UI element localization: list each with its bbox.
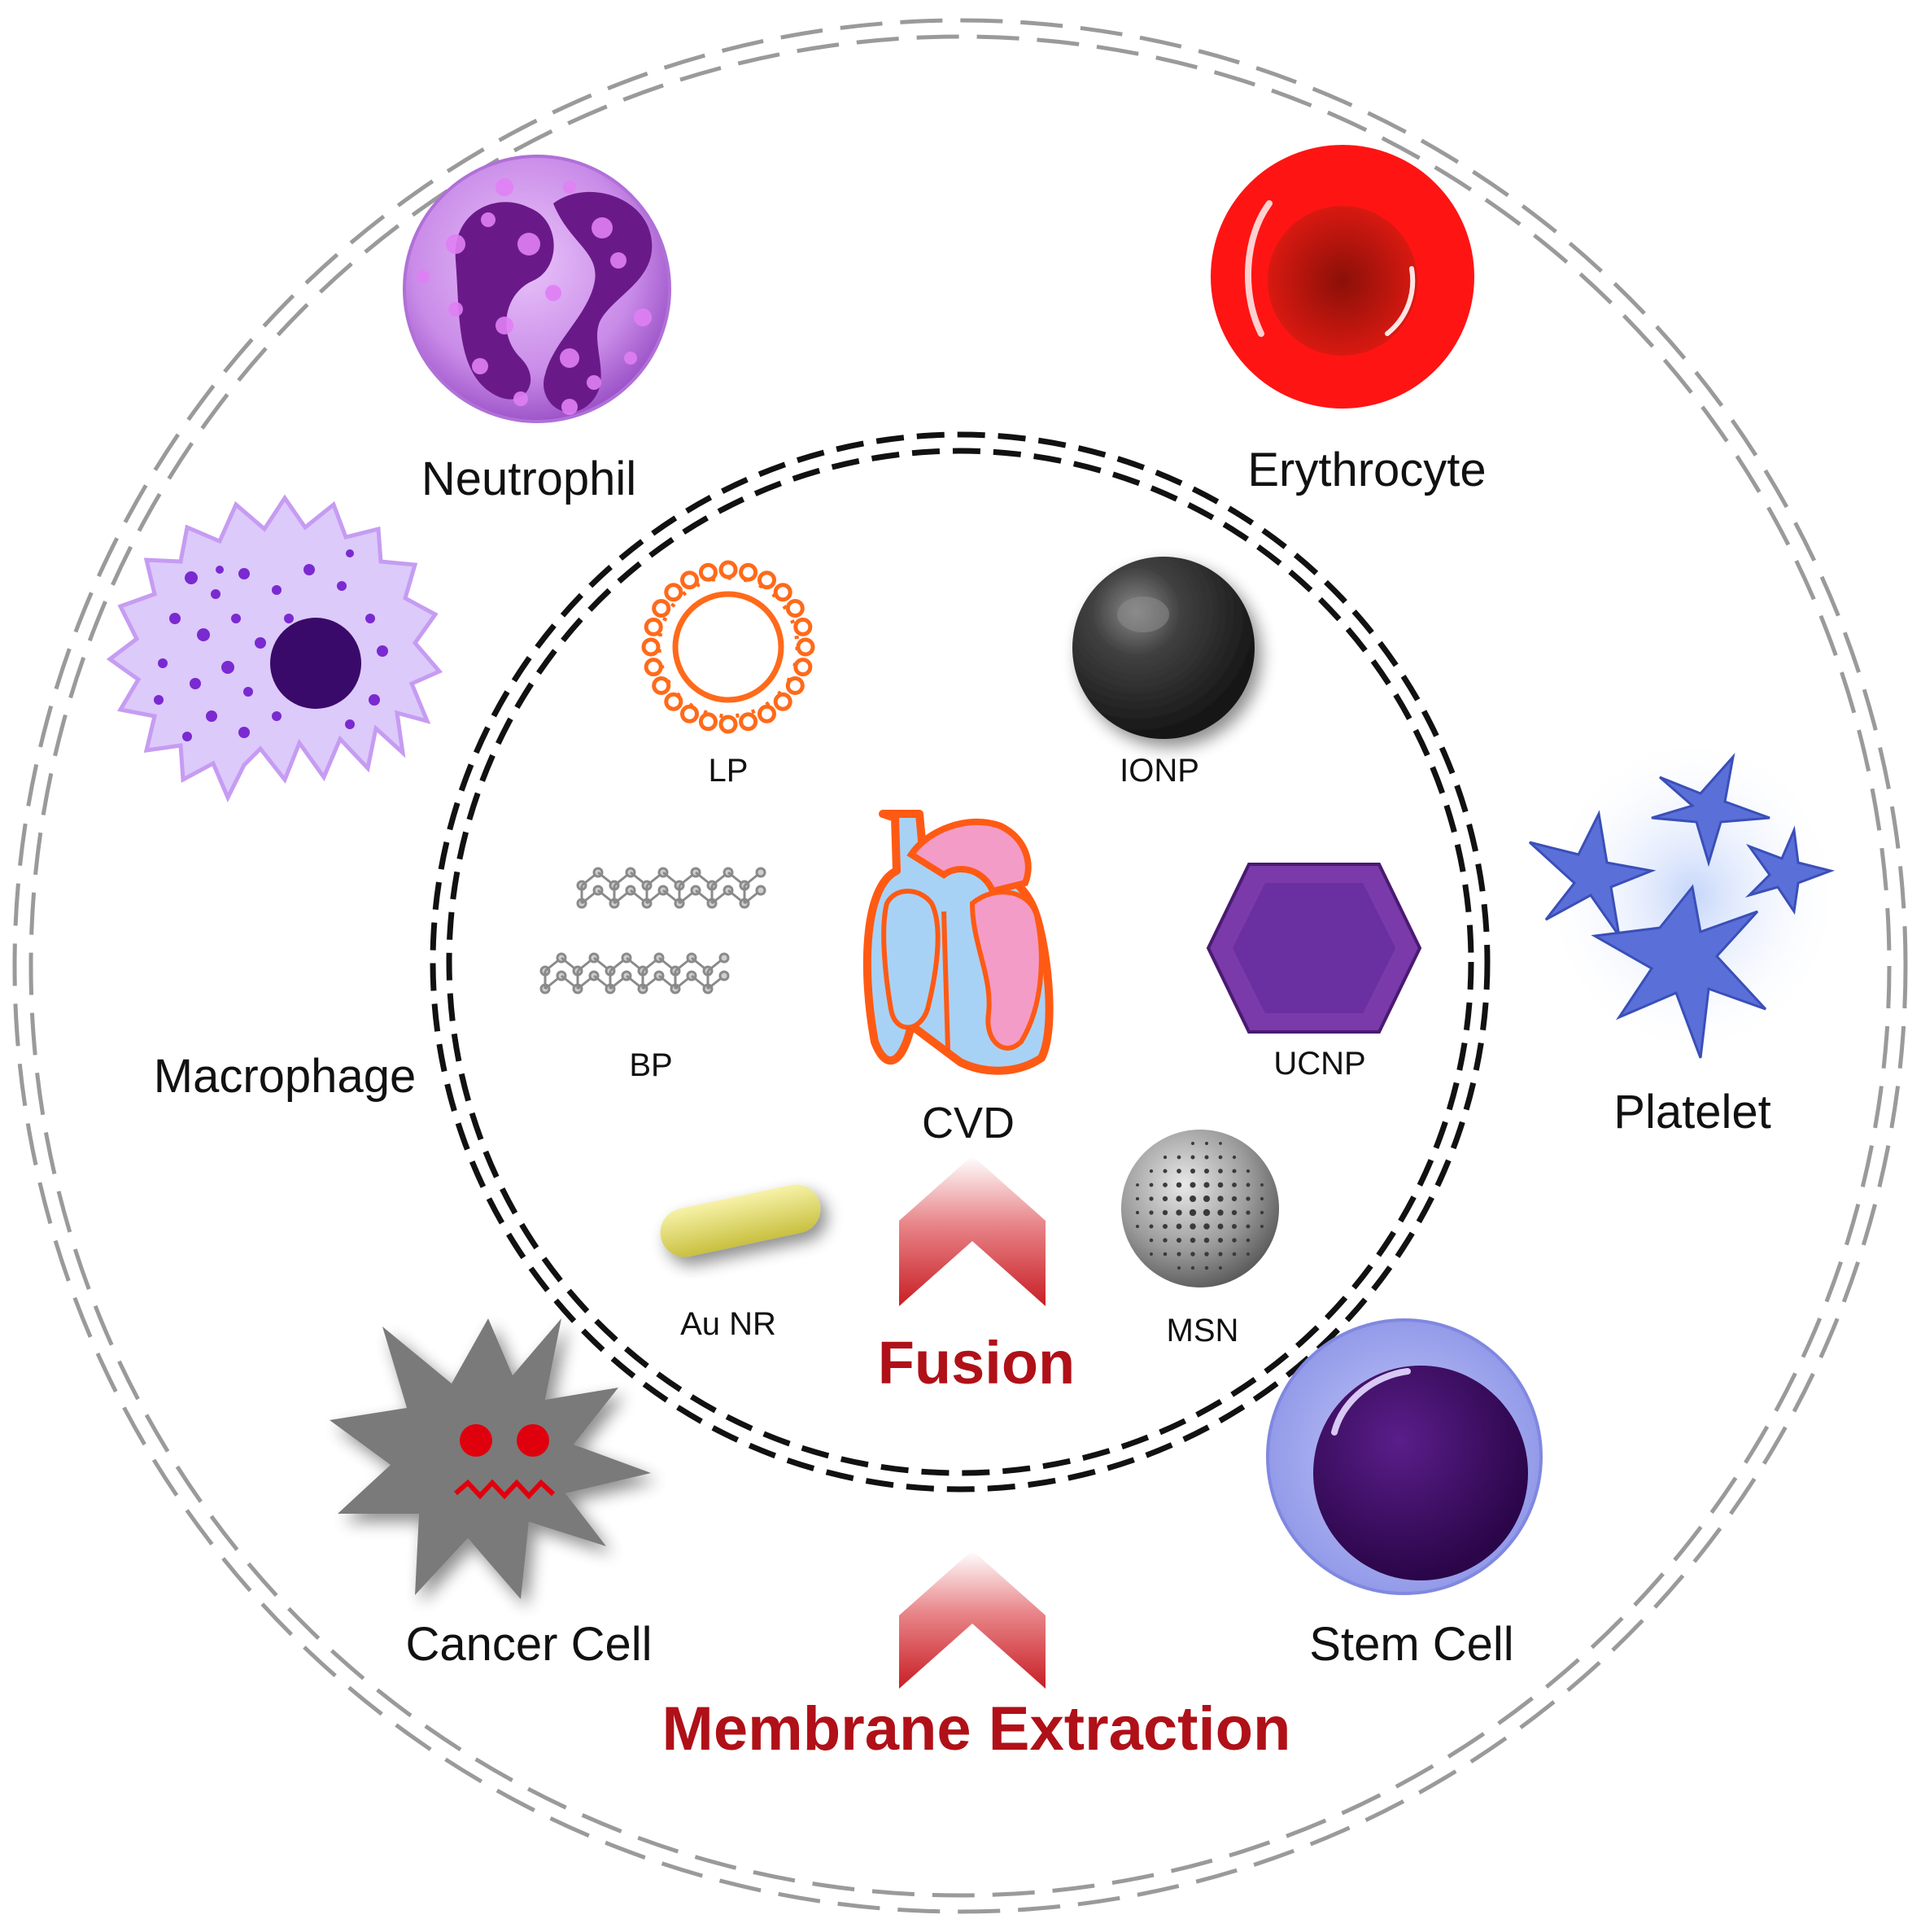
msn-label: MSN	[1167, 1313, 1239, 1348]
liposome-icon	[641, 560, 815, 734]
outer-dashed-ring	[12, 18, 1908, 1914]
msn-icon	[1121, 1130, 1279, 1287]
cvd-label: CVD	[922, 1099, 1015, 1147]
macrophage-label: Macrophage	[154, 1050, 416, 1103]
ucnp-label: UCNP	[1273, 1046, 1365, 1082]
cancer-cell-icon	[330, 1318, 651, 1599]
fusion-arrow-icon	[899, 1156, 1046, 1306]
ionp-label: IONP	[1120, 753, 1199, 789]
stem-cell-icon	[1266, 1318, 1543, 1595]
neutrophil-label: Neutrophil	[421, 452, 636, 505]
membrane-extraction-arrow-icon	[899, 1550, 1046, 1689]
lp-label: LP	[709, 753, 749, 789]
erythrocyte-icon	[1211, 145, 1474, 409]
neutrophil-icon	[403, 155, 671, 423]
membrane-extraction-label: Membrane Extraction	[662, 1694, 1291, 1764]
au-nr-label: Au NR	[680, 1306, 776, 1342]
ucnp-icon	[1206, 863, 1422, 1034]
au-nanorod-icon	[660, 1184, 821, 1257]
inner-dashed-ring	[430, 431, 1491, 1493]
macrophage-icon	[106, 494, 443, 802]
cancer-cell-label: Cancer Cell	[406, 1618, 653, 1671]
platelet-label: Platelet	[1613, 1086, 1770, 1139]
bp-label: BP	[629, 1047, 672, 1083]
ionp-icon	[1072, 557, 1255, 739]
platelet-icon	[1528, 732, 1843, 1059]
erythrocyte-label: Erythrocyte	[1247, 444, 1486, 496]
bp-icon	[539, 867, 766, 994]
stem-cell-label: Stem Cell	[1309, 1618, 1513, 1671]
heart-icon	[862, 810, 1054, 1075]
fusion-label: Fusion	[878, 1329, 1076, 1397]
